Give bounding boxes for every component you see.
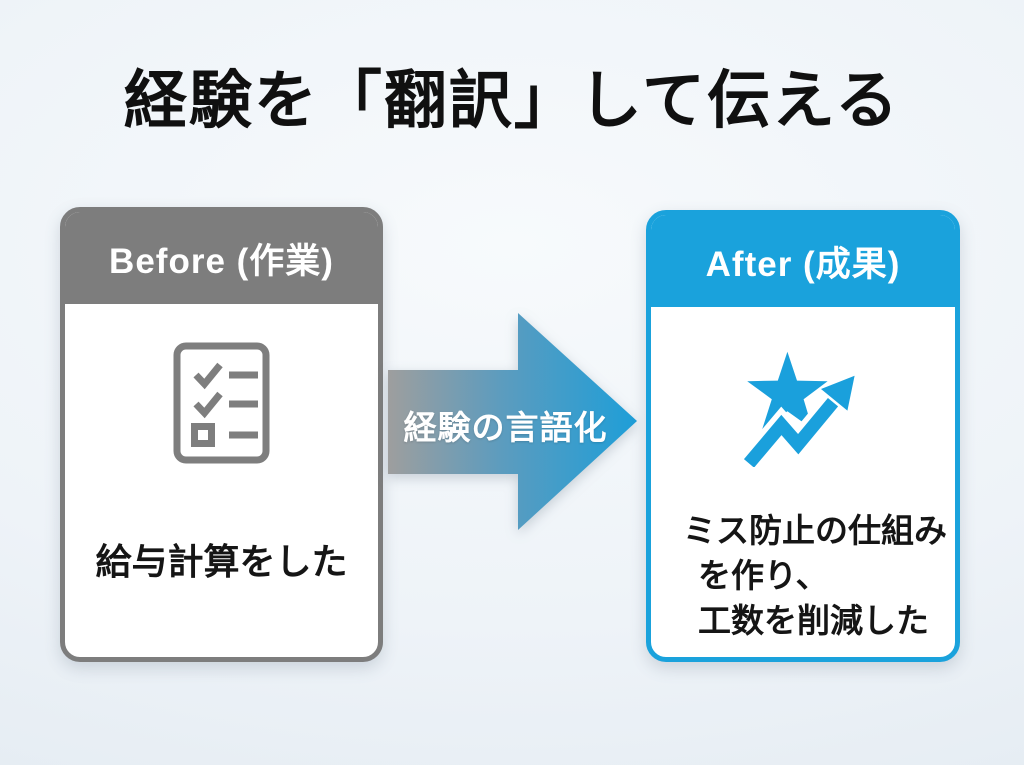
star-growth-icon <box>729 347 877 472</box>
page-title: 経験を「翻訳」して伝える <box>123 66 901 136</box>
after-card-header: After (成果) <box>651 215 955 307</box>
before-card: Before (作業) 給与計算をした <box>60 207 383 662</box>
arrow-right-icon <box>388 313 637 530</box>
after-card: After (成果) ミス防止の仕組み を作り、 工数を削減した <box>646 210 960 662</box>
after-card-body: ミス防止の仕組み を作り、 工数を削減した <box>651 307 955 643</box>
arrow-label: 経験の言語化 <box>403 409 608 446</box>
after-card-text: ミス防止の仕組み を作り、 工数を削減した <box>651 508 955 643</box>
checklist-icon <box>173 342 270 469</box>
after-text-line: ミス防止の仕組み <box>683 512 947 549</box>
after-text-line: を作り、 <box>698 557 829 594</box>
after-card-title: After (成果) <box>705 244 901 284</box>
before-card-body: 給与計算をした <box>65 304 378 585</box>
transform-arrow <box>388 313 637 530</box>
before-card-title: Before (作業) <box>109 241 334 281</box>
after-text-line: 工数を削減した <box>698 602 929 639</box>
before-card-text: 給与計算をした <box>95 541 348 582</box>
before-card-header: Before (作業) <box>65 212 378 304</box>
